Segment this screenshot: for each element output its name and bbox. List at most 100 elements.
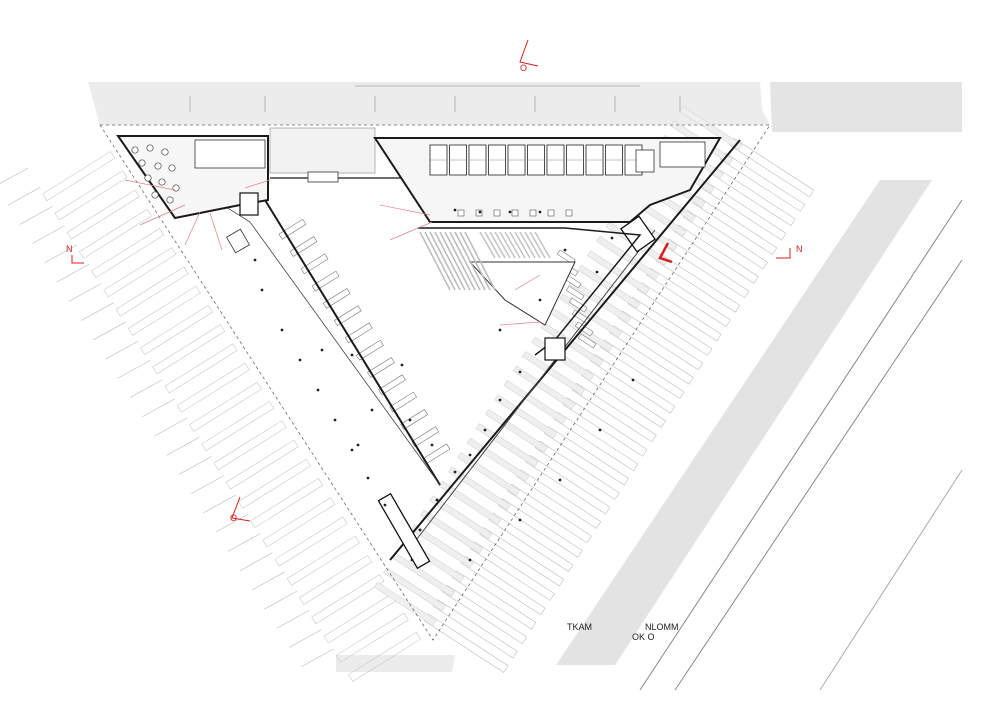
parking-bay <box>673 224 759 284</box>
column-dot <box>508 210 512 214</box>
wing-module <box>322 287 351 309</box>
column-dot <box>563 248 567 252</box>
inner-module <box>568 297 588 313</box>
bottom-road <box>336 655 455 672</box>
step-line <box>429 231 461 291</box>
red-label-top: O <box>520 63 527 73</box>
inner-courtyard <box>418 227 642 361</box>
column-dot <box>410 558 414 562</box>
parking-bay <box>66 189 140 240</box>
step-line <box>479 231 496 259</box>
wing-module <box>344 322 373 344</box>
column-dot <box>468 558 472 562</box>
seat-bay <box>429 495 493 540</box>
step-line <box>419 231 451 291</box>
parking-bay <box>189 381 262 432</box>
seat <box>457 209 465 217</box>
road-markings <box>189 85 681 112</box>
wing-module <box>389 391 417 413</box>
column-grid <box>253 208 635 562</box>
column-dot <box>280 328 284 332</box>
step-line <box>524 231 541 259</box>
parking-bay <box>91 228 165 279</box>
parking-bay <box>571 382 657 443</box>
parking-bay <box>164 343 238 394</box>
bay-tick <box>301 648 334 668</box>
cafe-table <box>144 174 152 182</box>
seat-bay <box>503 380 567 424</box>
inner-core <box>544 337 566 361</box>
parking-bay <box>599 339 685 400</box>
parking-bay <box>479 527 565 587</box>
column-dot <box>298 358 302 362</box>
parking-bay <box>311 574 385 625</box>
parking-bay <box>127 285 201 336</box>
bay-tick <box>166 437 200 456</box>
parking-bay <box>627 296 713 356</box>
parking-bay <box>590 354 676 414</box>
wing-module <box>411 426 440 448</box>
red-marker-left <box>231 496 251 522</box>
column-dot <box>518 370 522 374</box>
parking-bay <box>250 478 324 529</box>
parking-bay <box>432 599 518 659</box>
column-dot <box>383 503 387 507</box>
column-dot <box>595 270 599 274</box>
seat <box>475 209 483 217</box>
parking-bay <box>720 152 805 212</box>
bay-tick <box>68 283 102 302</box>
parking-bay <box>451 570 537 630</box>
seat-bay <box>512 365 576 410</box>
red-label-left: O <box>230 513 237 523</box>
top-corridor <box>269 127 376 174</box>
seat-bay <box>420 509 483 554</box>
column-dot <box>418 528 422 532</box>
cafe-table <box>151 191 159 199</box>
column-dot <box>408 418 412 422</box>
entry-core <box>620 215 656 253</box>
seat-bay <box>411 524 474 569</box>
parking-bay <box>516 469 602 529</box>
view-lines <box>124 179 541 326</box>
parking-bay <box>286 535 360 586</box>
bay-tick <box>19 206 53 225</box>
parking-bay <box>636 282 722 342</box>
bay-tick <box>105 340 139 360</box>
step-line <box>494 231 511 259</box>
column-dot <box>631 378 635 382</box>
step-line <box>529 231 546 259</box>
road-areas <box>88 82 963 691</box>
column-dot <box>356 443 360 447</box>
cafe-table <box>138 159 146 167</box>
cafe-table <box>172 184 180 192</box>
step-line <box>509 231 526 259</box>
wing-module <box>400 408 429 430</box>
bay-tick <box>32 225 65 244</box>
column-dot <box>453 208 457 212</box>
boundary-line <box>819 469 963 691</box>
parking-bay <box>507 483 592 544</box>
boundary-line <box>674 259 963 691</box>
pavilion-room <box>194 139 266 169</box>
parking-bay <box>701 181 787 241</box>
bay-tick <box>154 417 188 437</box>
bay-tick <box>252 571 285 591</box>
parking-bay <box>274 516 348 567</box>
column-dot <box>610 236 614 240</box>
step-line <box>464 231 496 291</box>
wing-module <box>311 270 340 292</box>
service-room <box>635 149 655 173</box>
seat-bay <box>373 581 437 626</box>
parking-bay <box>664 238 750 299</box>
column-dot <box>538 210 542 214</box>
parking-bay <box>201 401 275 452</box>
wing-module <box>378 374 406 396</box>
section-markers: O O N N <box>66 39 803 523</box>
step-line <box>459 231 491 291</box>
step-line <box>504 231 521 259</box>
parking-bays-left <box>0 151 451 682</box>
top-right-plaza <box>770 82 962 132</box>
ramp <box>226 228 250 254</box>
column-dot <box>366 476 370 480</box>
parking-bay <box>103 247 177 298</box>
